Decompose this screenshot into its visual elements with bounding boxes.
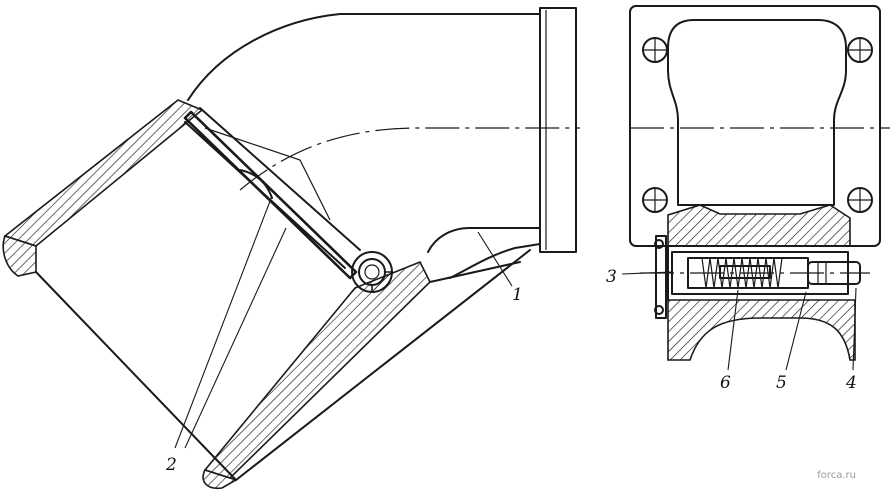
bolt-hole [642,187,668,213]
leader-1 [477,231,513,287]
bolt-hole [847,187,873,213]
watermark: forca.ru [817,470,856,481]
leader-3 [621,271,673,275]
flange-front-view [629,5,890,361]
flap-plate [183,110,358,280]
inlet-lip [2,235,37,277]
leader-5 [785,291,807,371]
flow-axis-left [239,127,580,191]
outlet-flange [539,7,577,253]
callout-3: 3 [606,267,617,287]
valve-housing-section [667,204,851,247]
bolt-hole [642,37,668,63]
elbow-outer-contour [187,13,541,101]
callout-2: 2 [165,455,177,475]
leader-4 [852,287,857,371]
callout-1: 1 [512,285,523,305]
elbow-inner-bend [427,227,541,253]
body-wall-lower [203,260,431,479]
flange-window [667,19,847,206]
leader-2a [174,195,273,449]
callout-5: 5 [776,373,787,393]
leader-6 [727,289,739,371]
elbow-side-view [2,7,580,490]
body-wall-upper [3,99,204,247]
leader-2b [184,227,287,449]
cover-plate [655,235,667,319]
callout-6: 6 [720,373,731,393]
bolt-hole [847,37,873,63]
callout-4: 4 [845,373,857,393]
